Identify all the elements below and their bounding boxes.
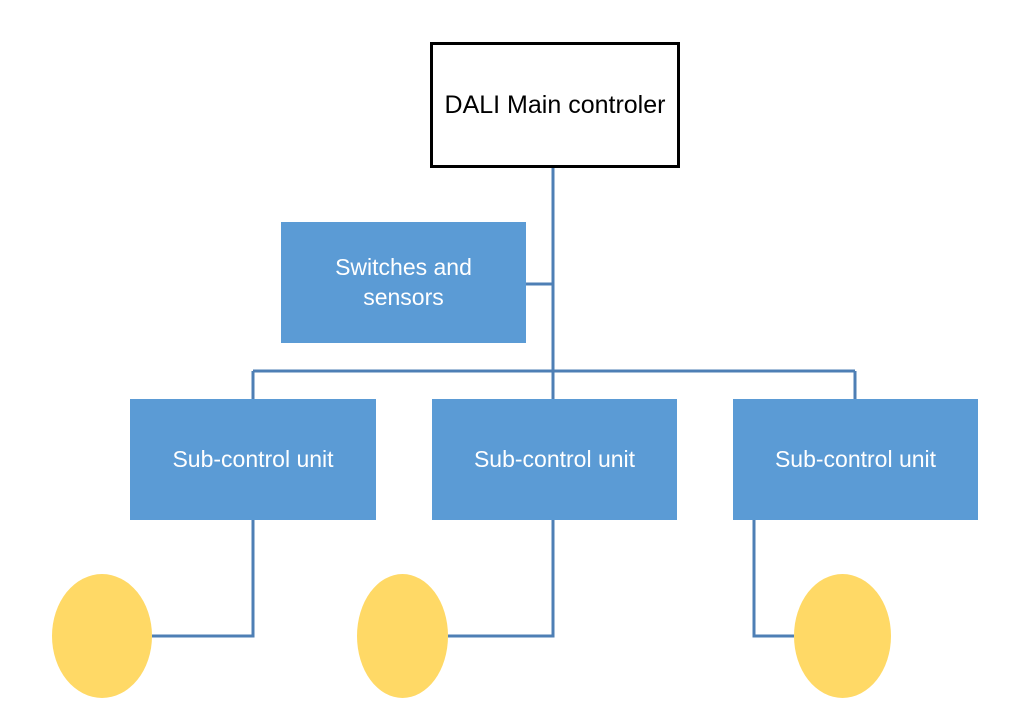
lamp-wire-2 bbox=[448, 520, 555, 638]
sub-control-unit-label: Sub-control unit bbox=[774, 445, 937, 472]
sub-control-unit-label: Sub-control unit bbox=[473, 445, 636, 472]
sub-control-unit-2: Sub-control unit bbox=[432, 399, 677, 520]
sub-control-unit-label: Sub-control unit bbox=[172, 445, 334, 472]
switches-sensors-box: Switches and sensors bbox=[281, 222, 526, 343]
main-controller-label: DALI Main controler bbox=[444, 90, 666, 119]
switches-label-line1: Switches and bbox=[335, 253, 472, 280]
lamp-node-1 bbox=[52, 574, 152, 698]
sub-control-unit-3: Sub-control unit bbox=[733, 399, 978, 520]
sub-control-unit-1: Sub-control unit bbox=[130, 399, 376, 520]
lamp-wire-1 bbox=[152, 520, 255, 638]
lamp-wire-3 bbox=[752, 520, 794, 638]
dali-main-controller-box: DALI Main controler bbox=[430, 42, 680, 168]
lamp-node-3 bbox=[794, 574, 891, 698]
lamp-node-2 bbox=[357, 574, 448, 698]
switches-label-line2: sensors bbox=[363, 283, 444, 310]
